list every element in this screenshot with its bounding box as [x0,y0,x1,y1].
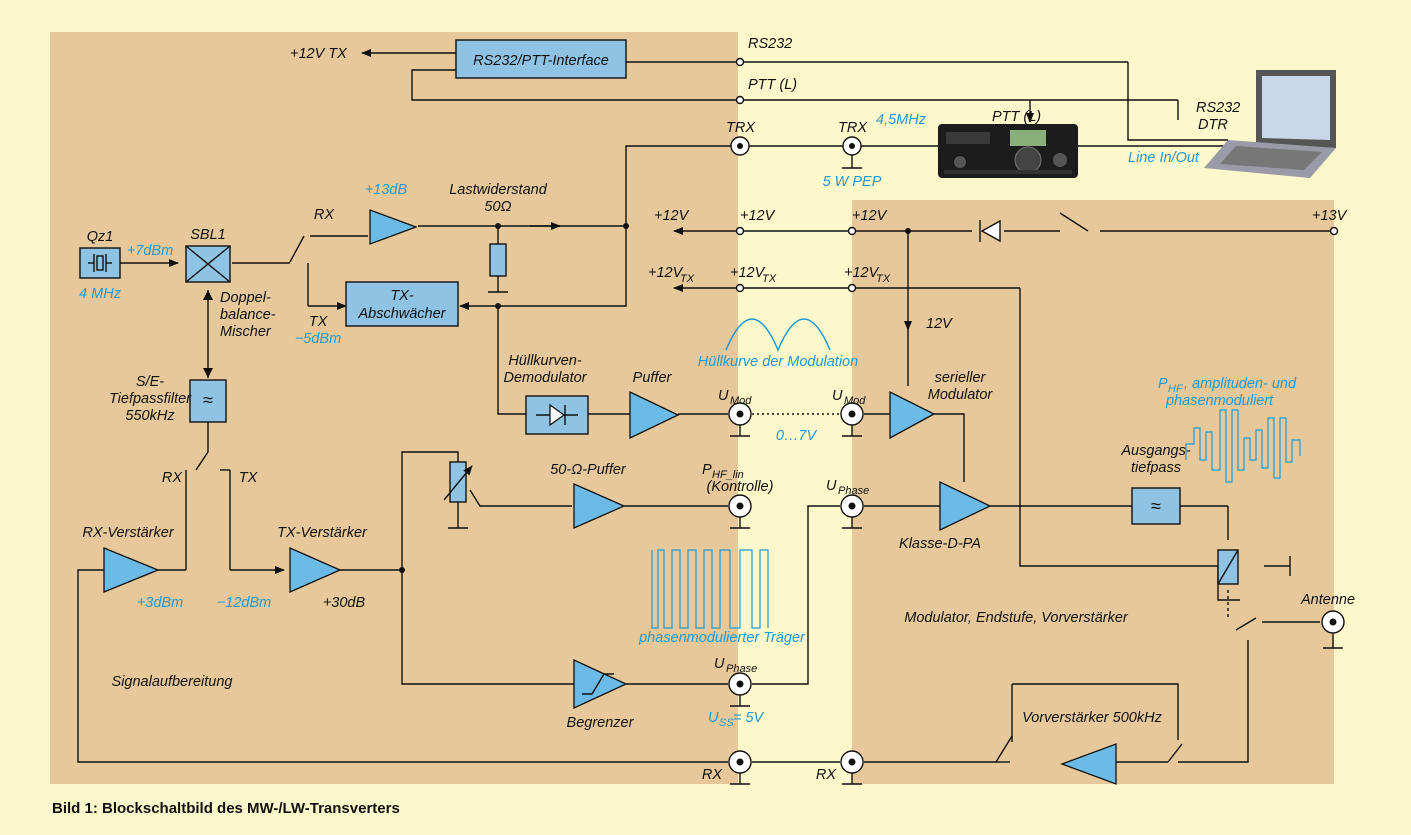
rail-12v-label: 12V [926,316,953,332]
demod-label-2: Demodulator [503,370,587,386]
tx-attenuator-block: TX- Abschwächer [346,282,458,326]
svg-text:P: P [702,462,712,478]
qz1-freq: 4 MHz [79,286,122,302]
qz1-label: Qz1 [87,229,114,245]
svg-text:= 5V: = 5V [733,710,765,726]
antenna-relay [1218,550,1238,584]
v12-c: +12V [852,208,888,224]
svg-text:TX: TX [762,273,777,285]
svg-text:TX-: TX- [390,288,414,304]
section-right-label: Modulator, Endstufe, Vorverstärker [904,610,1129,626]
preamp-label: Vorverstärker 500kHz [1022,710,1162,726]
svg-text:U: U [832,388,843,404]
svg-text:phasenmoduliert: phasenmoduliert [1165,393,1274,409]
ptt-trx-label: PTT (L) [992,109,1041,125]
rx-jack-left-label: RX [702,767,723,783]
svg-text:U: U [708,710,719,726]
load-resistor [490,244,506,276]
rs232dtr-1: RS232 [1196,100,1240,116]
rs232dtr-2: DTR [1198,117,1228,133]
amp-gain-13: +13dB [365,182,408,198]
svg-text:+12V: +12V [730,265,766,281]
buffer50-label: 50-Ω-Puffer [550,462,627,478]
umod-range: 0…7V [776,428,818,444]
svg-text:Phase: Phase [726,663,757,675]
rs232-label: RS232 [748,36,792,52]
rx-switch-label: RX [314,207,335,223]
tx-path-label: TX [239,470,259,486]
tx-switch-label: TX [309,314,329,330]
tx-amp-input-level: −12dBm [217,595,271,611]
mixer-desc-3: Mischer [220,324,272,340]
svg-text:≈: ≈ [1151,496,1161,516]
svg-text:TX: TX [876,273,891,285]
phase-carrier-label: phasenmodulierter Träger [638,630,806,646]
v12-b: +12V [740,208,776,224]
mixer-label: SBL1 [190,227,225,243]
antenna-label: Antenne [1300,592,1355,608]
svg-text:(Kontrolle): (Kontrolle) [707,479,774,495]
figure-caption: Bild 1: Blockschaltbild des MW-/LW-Trans… [52,800,400,817]
tx12-label: +12V TX [290,46,348,62]
envelope-waveform [726,319,830,350]
envelope-label: Hüllkurve der Modulation [698,354,858,370]
mixer-desc-1: Doppel- [220,290,271,306]
trx-radio-image [938,124,1078,178]
out-lowpass-label-1: Ausgangs- [1120,443,1190,459]
load-label-2: 50Ω [484,199,511,215]
svg-text:U: U [718,388,729,404]
svg-text:Mod: Mod [730,395,752,407]
lowpass-label-3: 550kHz [125,408,175,424]
tx-amp-label: TX-Verstärker [277,525,368,541]
pep-label: 5 W PEP [823,174,882,190]
v12-a: +12V [654,208,690,224]
svg-text:+12V: +12V [844,265,880,281]
crystal-qz1 [80,248,120,278]
serial-mod-label-1: serieller [935,370,987,386]
tx-att-level: −5dBm [295,331,341,347]
tx-amp-gain: +30dB [323,595,366,611]
svg-text:RS232/PTT-Interface: RS232/PTT-Interface [473,53,609,69]
qz1-level: +7dBm [127,243,173,259]
lowpass-se-block: ≈ [190,380,226,422]
svg-text:, amplituden- und: , amplituden- und [1184,376,1297,392]
envelope-demodulator-block [526,396,588,434]
svg-text:U: U [714,656,725,672]
out-lowpass-label-2: tiefpass [1131,460,1181,476]
rx-amp-level: +3dBm [137,595,183,611]
rx-path-label: RX [162,470,183,486]
svg-text:TX: TX [680,273,695,285]
freq-45-label: 4,5MHz [876,112,927,128]
class-d-label: Klasse-D-PA [899,536,981,552]
lowpass-label-1: S/E- [136,374,164,390]
trx-right-label: TRX [838,120,868,136]
mixer-desc-2: balance- [220,307,276,323]
section-left-label: Signalaufbereitung [112,674,233,690]
approx-symbol: ≈ [203,390,213,410]
section-backgrounds [50,32,1334,784]
svg-text:+12V: +12V [648,265,684,281]
svg-text:Phase: Phase [838,485,869,497]
svg-text:Mod: Mod [844,395,866,407]
trx-left-label: TRX [726,120,756,136]
serial-mod-label-2: Modulator [928,387,994,403]
buffer-label: Puffer [633,370,673,386]
v13-label: +13V [1312,208,1348,224]
limiter-label: Begrenzer [567,715,635,731]
svg-text:P: P [1158,376,1168,392]
rx-amp-label: RX-Verstärker [82,525,174,541]
rx-jack-right-label: RX [816,767,837,783]
lowpass-label-2: Tiefpassfilter [109,391,192,407]
ptt-label: PTT (L) [748,77,797,93]
svg-text:Abschwächer: Abschwächer [357,306,446,322]
line-in-out-label: Line In/Out [1128,150,1200,166]
demod-label-1: Hüllkurven- [508,353,581,369]
output-lowpass-block: ≈ [1132,488,1180,524]
load-label-1: Lastwiderstand [449,182,547,198]
mixer-sbl1 [186,246,230,282]
svg-text:U: U [826,478,837,494]
rs232-interface-block: RS232/PTT-Interface [456,40,626,78]
